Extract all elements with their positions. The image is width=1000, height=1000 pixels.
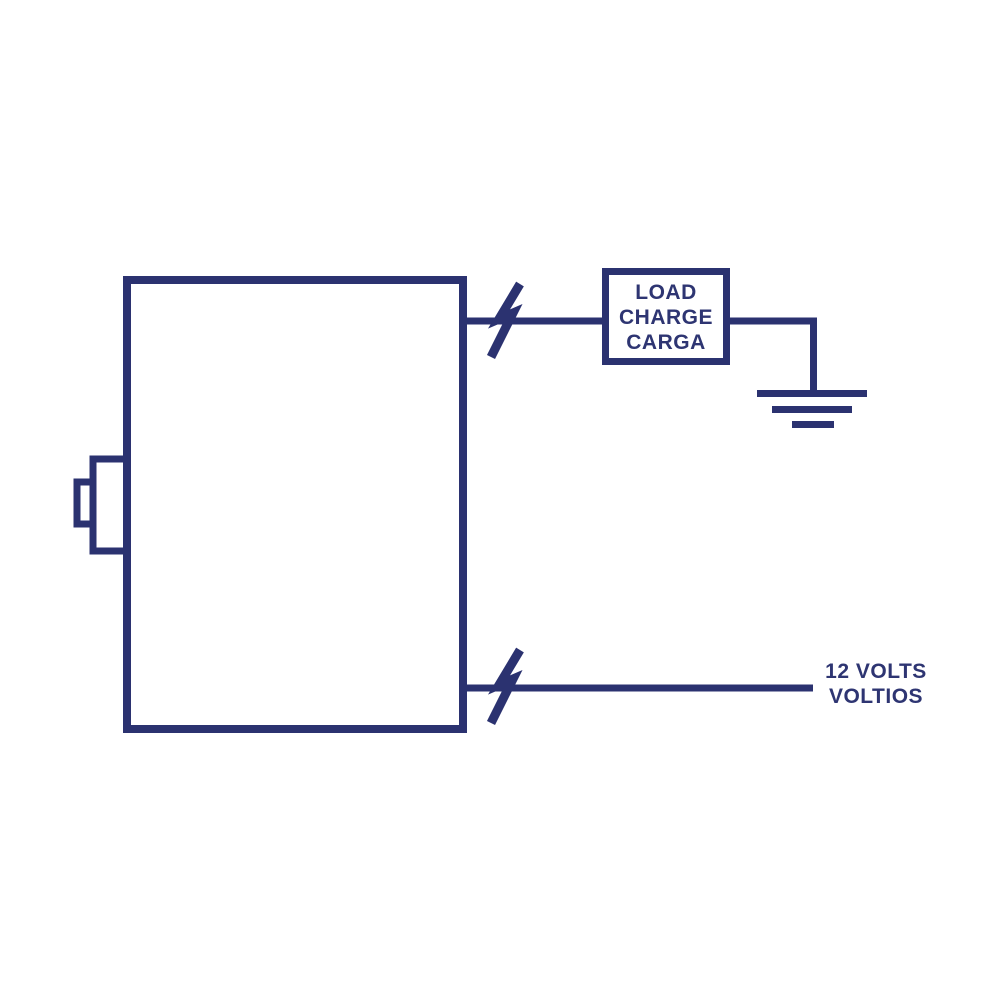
- device-box: [123, 276, 467, 733]
- load-box-label: LOAD CHARGE CARGA: [602, 270, 730, 365]
- load-box-outline: [602, 268, 730, 365]
- supply-voltage-label: 12 VOLTS VOLTIOS: [818, 659, 934, 709]
- connector-plug-inner: [73, 478, 97, 528]
- load-box-label-line2: CHARGE: [618, 306, 713, 329]
- wire-break-icon-bottom: [486, 647, 524, 726]
- supply-voltage-label-line2: VOLTIOS: [828, 685, 924, 708]
- load-box-label-line1: LOAD: [635, 281, 697, 304]
- ground-wire: [726, 317, 817, 392]
- supply-voltage-label-line1: 12 VOLTS: [825, 660, 927, 683]
- ground-icon: [757, 390, 867, 428]
- load-box-label-line3: CARGA: [626, 331, 706, 354]
- wire-break-icon-top: [486, 281, 524, 360]
- connector-plug-outer: [89, 455, 131, 555]
